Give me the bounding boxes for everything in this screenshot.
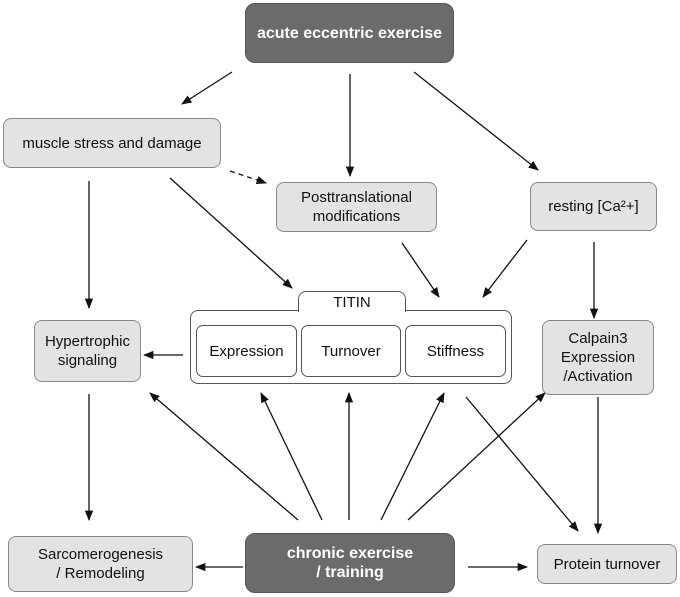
node-sarcomerogenesis: Sarcomerogenesis / Remodeling	[8, 536, 193, 592]
arrow-stress-to-titin	[169, 177, 293, 289]
node-protein-turnover: Protein turnover	[537, 544, 677, 584]
titin-turnover: Turnover	[301, 325, 401, 377]
arrow-chronic-to-expression	[260, 392, 323, 521]
node-sarcomere-label: Sarcomerogenesis / Remodeling	[37, 546, 164, 582]
arrow-chronic-to-hypertrophic	[149, 392, 299, 521]
node-posttranslational: Posttranslational modifications	[276, 182, 437, 232]
titin-title: TITIN	[333, 293, 371, 311]
arrow-acute-to-stress	[181, 71, 233, 105]
arrow-stress-to-ptm	[229, 170, 267, 184]
titin-turnover-label: Turnover	[321, 342, 381, 360]
arrow-stiffness-to-protein	[465, 396, 579, 532]
node-protein-label: Protein turnover	[553, 555, 661, 573]
node-ptm-label: Posttranslational modifications	[301, 189, 412, 225]
titin-stiffness: Stiffness	[405, 325, 506, 377]
node-chronic-exercise: chronic exercise / training	[245, 533, 455, 593]
arrow-ptm-to-titin	[401, 242, 440, 298]
node-stress-label: muscle stress and damage	[22, 134, 202, 152]
node-muscle-stress: muscle stress and damage	[3, 118, 221, 168]
titin-stiffness-label: Stiffness	[426, 342, 485, 360]
arrow-chronic-to-stiffness	[380, 392, 445, 521]
titin-title-tab: TITIN	[298, 291, 406, 312]
arrow-calcium-to-titin	[482, 239, 528, 298]
arrow-acute-to-calcium	[413, 71, 539, 171]
node-acute-eccentric-exercise: acute eccentric exercise	[245, 3, 454, 63]
node-acute-label: acute eccentric exercise	[256, 24, 442, 42]
node-resting-calcium: resting [Ca²+]	[530, 182, 657, 231]
titin-expression: Expression	[196, 325, 297, 377]
node-hypertrophic-label: Hypertrophic signaling	[44, 333, 131, 369]
node-calpain3: Calpain3 Expression /Activation	[542, 320, 654, 395]
arrow-chronic-to-calpain	[407, 392, 546, 521]
titin-expression-label: Expression	[209, 342, 284, 360]
node-calcium-label: resting [Ca²+]	[548, 198, 639, 215]
node-calpain-label: Calpain3 Expression /Activation	[560, 330, 636, 385]
node-hypertrophic-signaling: Hypertrophic signaling	[34, 320, 141, 382]
node-chronic-label: chronic exercise / training	[286, 545, 414, 581]
